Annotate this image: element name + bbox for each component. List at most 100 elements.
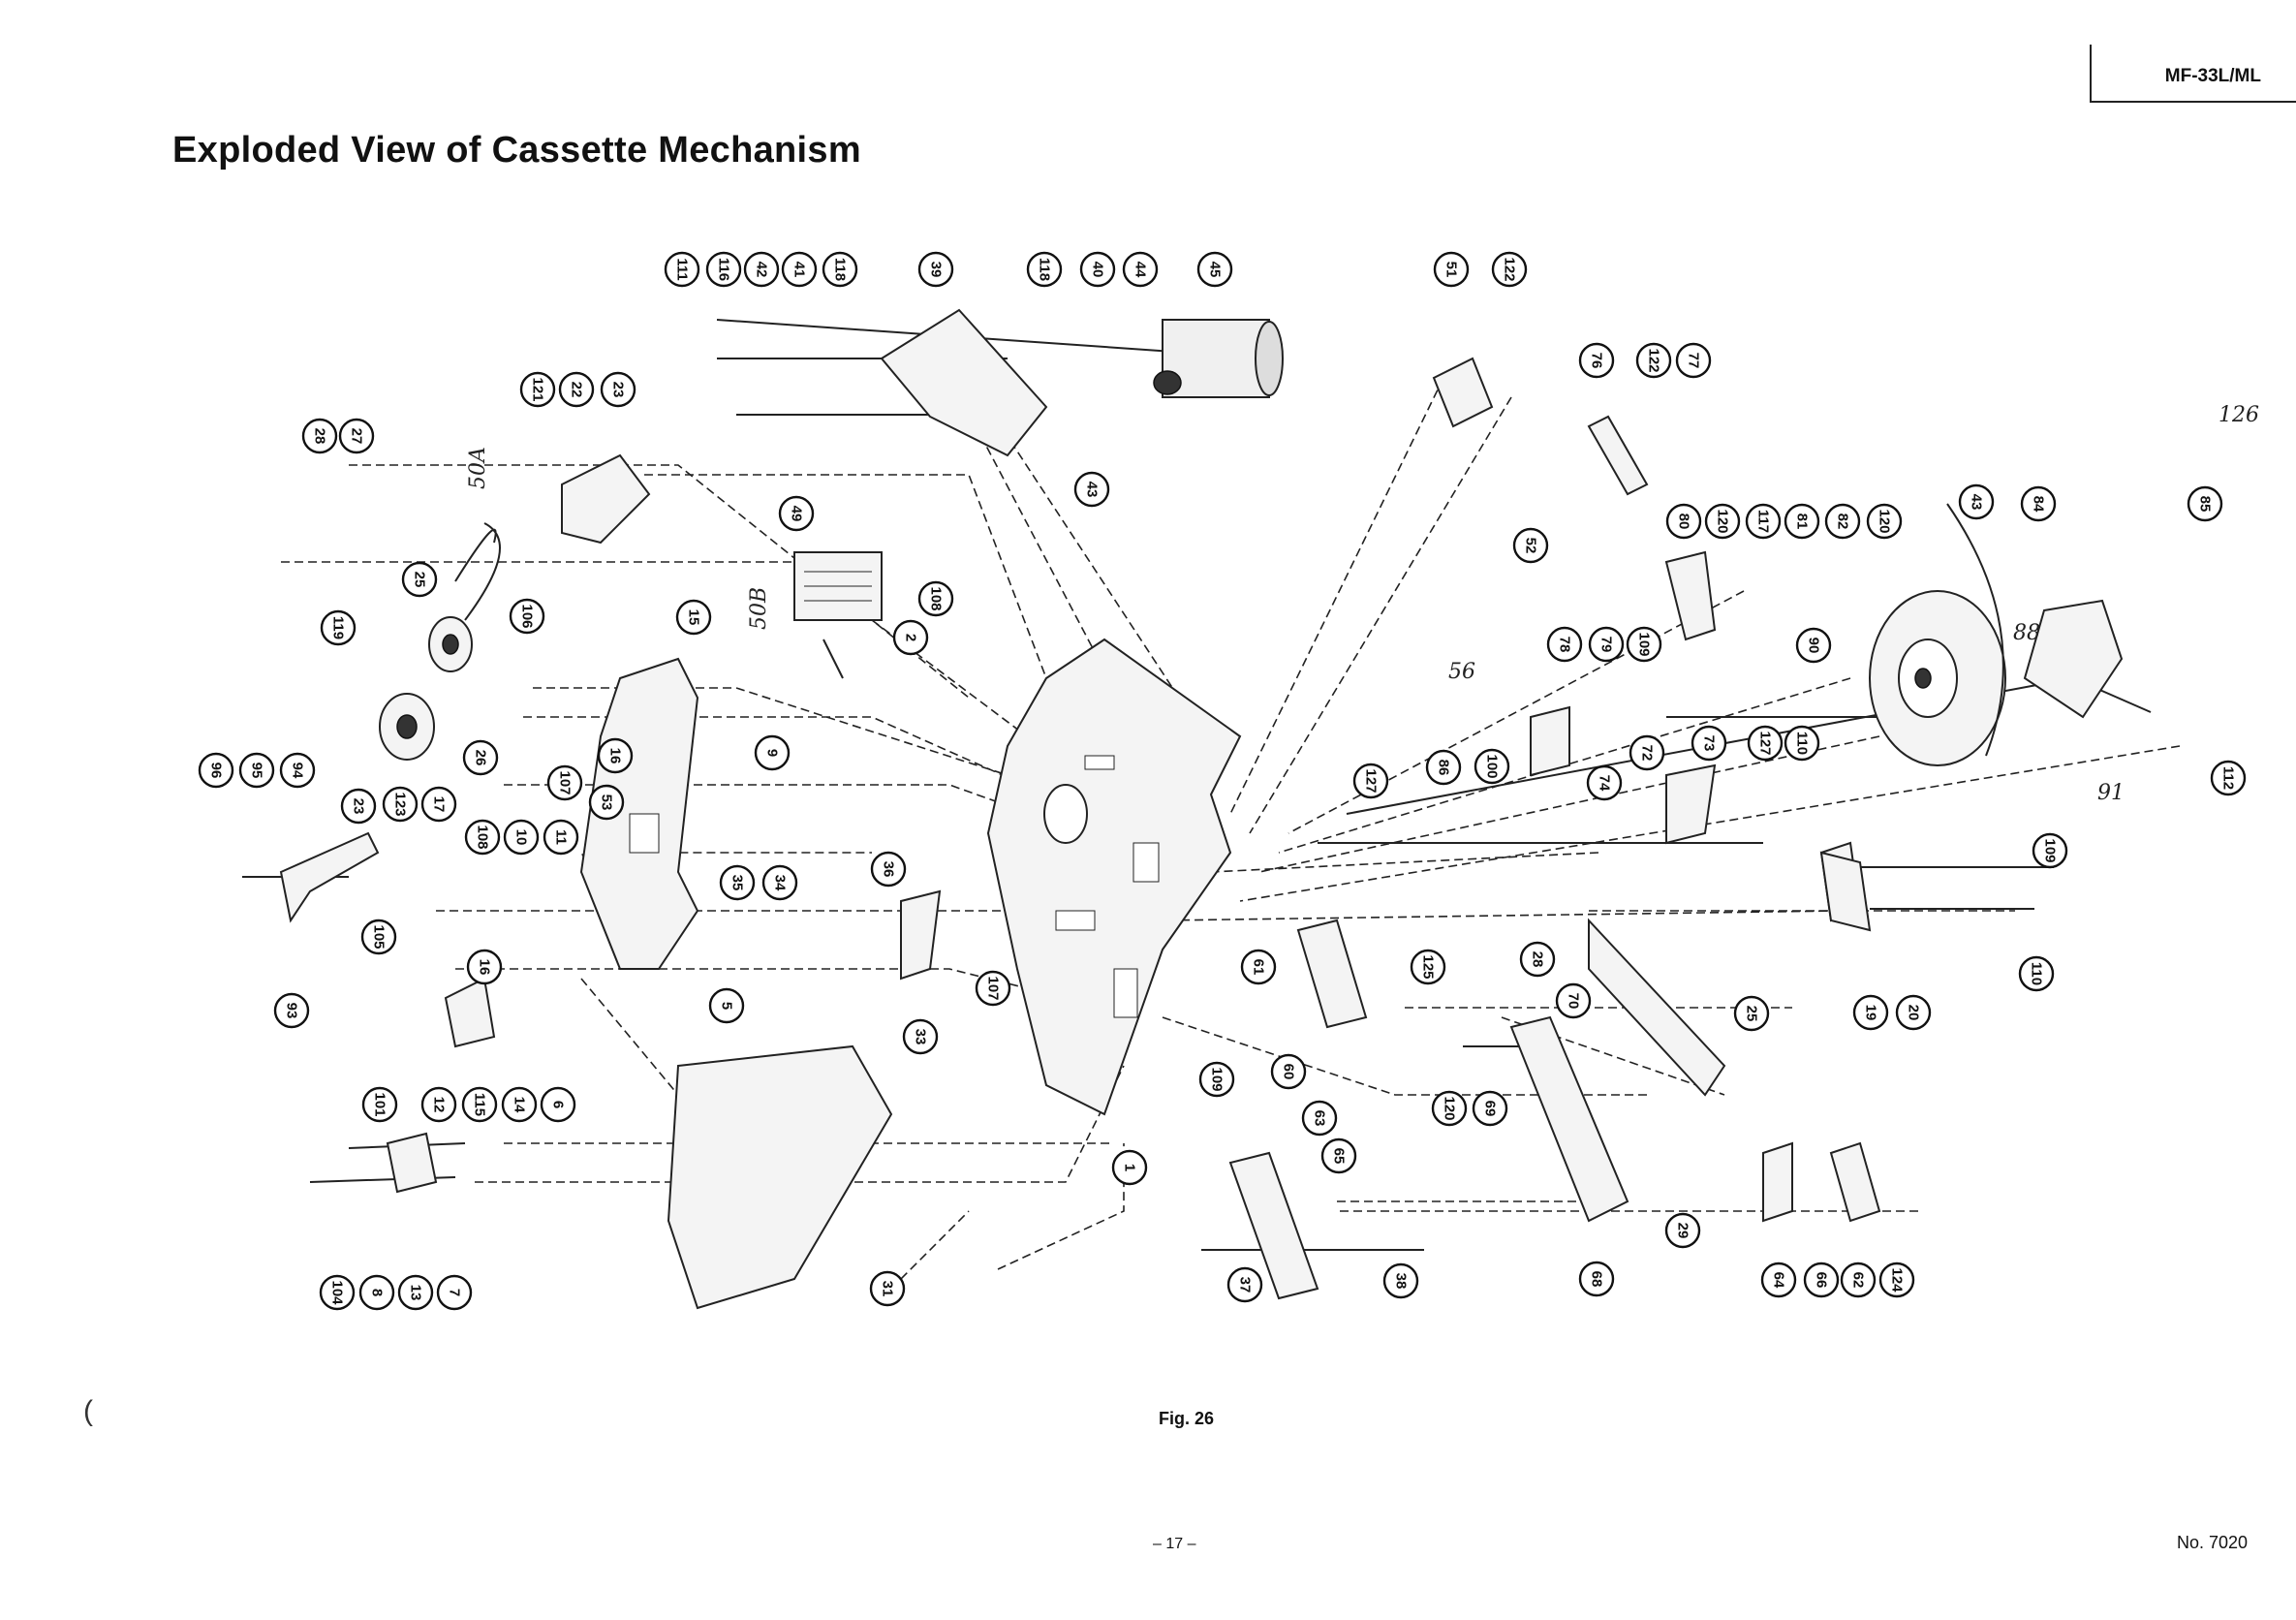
callout-84: 84: [2020, 485, 2057, 522]
callout-117: 117: [1745, 503, 1782, 540]
callout-95: 95: [238, 752, 275, 789]
callout-number: 61: [1251, 959, 1267, 976]
callout-43: 43: [1073, 471, 1110, 508]
idler-lever: [1587, 415, 1649, 496]
callout-27: 27: [338, 418, 375, 454]
bottom-right-lever: [1762, 1141, 1793, 1223]
callout-53: 53: [588, 784, 625, 821]
callout-number: 125: [1420, 954, 1437, 979]
callout-number: 1: [1122, 1164, 1138, 1171]
callout-number: 63: [1312, 1110, 1328, 1127]
callout-70: 70: [1555, 982, 1592, 1019]
callout-107: 107: [975, 970, 1011, 1007]
callout-number: 107: [985, 976, 1002, 1000]
handwritten-note: 50B: [747, 587, 771, 630]
callout-17: 17: [420, 786, 457, 823]
callout-number: 90: [1806, 638, 1822, 654]
callout-number: 73: [1701, 735, 1718, 752]
callout-125: 125: [1410, 949, 1446, 985]
callout-110: 110: [2018, 955, 2055, 992]
callout-number: 25: [1744, 1006, 1760, 1022]
motor: [1153, 319, 1284, 398]
document-number: No. 7020: [2177, 1533, 2249, 1552]
upper-left-bracket: [561, 453, 651, 545]
callout-11: 11: [543, 819, 579, 856]
callout-15: 15: [675, 599, 712, 636]
callout-number: 68: [1589, 1271, 1605, 1288]
callout-118: 118: [1026, 251, 1063, 288]
callout-36: 36: [870, 851, 907, 888]
callout-44: 44: [1122, 251, 1159, 288]
callout-64: 64: [1760, 1262, 1797, 1298]
leader-lines: [242, 319, 2181, 1290]
callout-40: 40: [1079, 251, 1116, 288]
callout-122: 122: [1491, 251, 1528, 288]
callout-39: 39: [917, 251, 954, 288]
main-chassis-plate: [986, 638, 1242, 1116]
callout-14: 14: [501, 1086, 538, 1123]
callout-number: 123: [392, 792, 409, 816]
callout-13: 13: [397, 1274, 434, 1311]
model-label: MF-33L/ML: [2164, 66, 2261, 86]
callout-number: 118: [832, 258, 849, 281]
callout-60: 60: [1270, 1053, 1307, 1090]
callout-number: 43: [1084, 482, 1101, 498]
callout-number: 82: [1835, 514, 1851, 530]
callout-number: 111: [674, 258, 691, 280]
callout-5: 5: [708, 987, 745, 1024]
callout-number: 16: [607, 748, 624, 764]
callout-number: 127: [1757, 731, 1774, 755]
callout-number: 108: [928, 586, 945, 610]
handwritten-note: 56: [1448, 660, 1475, 684]
callout-number: 95: [249, 763, 265, 779]
callout-number: 22: [569, 382, 585, 398]
callout-124: 124: [1878, 1262, 1915, 1298]
callout-number: 31: [880, 1281, 896, 1297]
callout-43: 43: [1958, 483, 1995, 520]
callout-number: 43: [1969, 494, 1985, 511]
callout-number: 53: [599, 794, 615, 811]
callout-number: 39: [928, 262, 945, 278]
callout-number: 37: [1237, 1277, 1254, 1293]
callout-63: 63: [1301, 1100, 1338, 1137]
callout-number: 100: [1484, 754, 1501, 778]
callout-66: 66: [1803, 1262, 1840, 1298]
callout-number: 28: [1530, 951, 1546, 968]
callout-78: 78: [1546, 626, 1583, 663]
callout-23: 23: [340, 788, 377, 825]
flywheel-bracket: [2023, 599, 2124, 719]
callout-41: 41: [781, 251, 818, 288]
handwritten-note: 88: [2013, 621, 2040, 645]
callout-number: 77: [1686, 353, 1702, 369]
callout-25: 25: [401, 561, 438, 598]
callout-111: 111: [664, 251, 700, 288]
figure-caption: Fig. 26: [1159, 1409, 1215, 1428]
callout-number: 6: [550, 1101, 567, 1108]
callout-number: 23: [610, 382, 627, 398]
reel-spindle-lower: [379, 693, 435, 761]
callout-number: 108: [475, 825, 491, 849]
callout-35: 35: [719, 864, 756, 901]
callout-number: 76: [1589, 353, 1605, 369]
callout-number: 29: [1675, 1223, 1691, 1239]
callout-112: 112: [2210, 760, 2247, 796]
callout-number: 105: [371, 924, 388, 949]
callout-number: 60: [1281, 1064, 1297, 1080]
upper-right-bracket: [1665, 763, 1717, 845]
callout-number: 33: [913, 1029, 929, 1045]
callout-80: 80: [1665, 503, 1702, 540]
callout-68: 68: [1578, 1261, 1615, 1297]
right-slide-bar: [1588, 918, 1726, 1097]
callout-94: 94: [279, 752, 316, 789]
callout-number: 5: [719, 1002, 735, 1010]
callout-108: 108: [464, 819, 501, 856]
callout-107: 107: [546, 764, 583, 801]
callout-number: 25: [412, 572, 428, 588]
reel-spindle-upper: [428, 616, 473, 672]
bottom-right-arm: [1829, 1141, 1881, 1223]
callout-number: 112: [2220, 766, 2237, 790]
callout-number: 119: [330, 616, 347, 639]
callout-8: 8: [358, 1274, 395, 1311]
